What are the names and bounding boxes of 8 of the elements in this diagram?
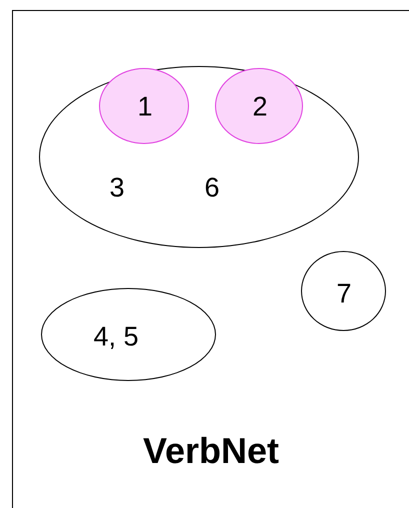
set-label: 4, 5	[93, 324, 139, 350]
frame	[12, 10, 409, 508]
set-label: 6	[204, 174, 220, 202]
set-label: 1	[137, 94, 153, 120]
set-label: 2	[252, 94, 268, 120]
set-label: 3	[109, 174, 125, 202]
title-label: VerbNet	[142, 433, 280, 469]
set-label: 7	[336, 280, 352, 308]
